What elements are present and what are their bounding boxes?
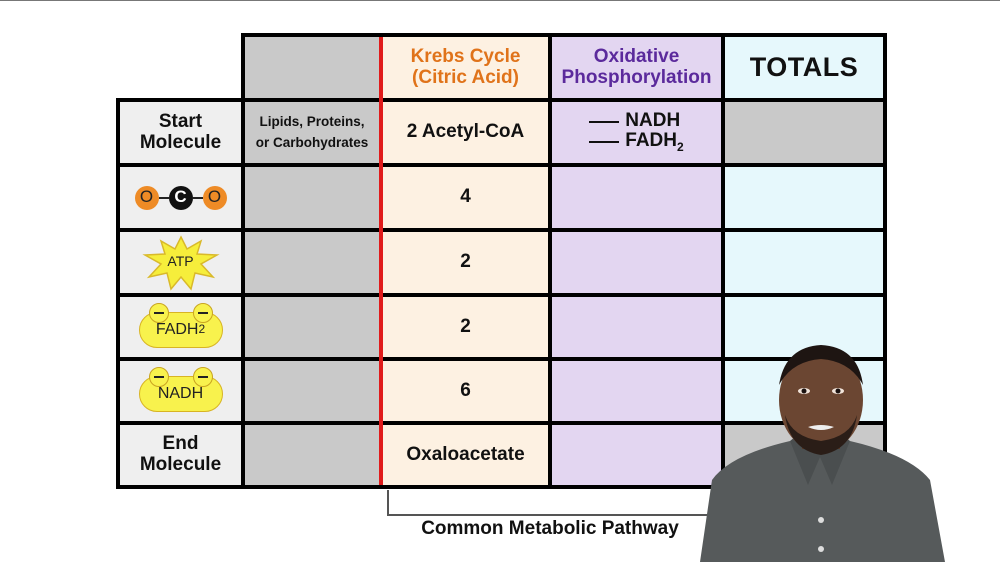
electron-icon (148, 367, 169, 387)
row-label-end-molecule: End Molecule (116, 421, 245, 489)
atp-totals-cell (721, 228, 887, 297)
nadh-blank-line[interactable]: NADH (589, 110, 683, 132)
krebs-divider-line (379, 37, 383, 485)
atp-ox-cell (548, 228, 725, 297)
fadh2-source-cell (241, 293, 383, 361)
co2-krebs-cell: 4 (379, 163, 552, 232)
presenter-video (690, 345, 952, 562)
row-label-nadh: NADH (116, 357, 245, 425)
co2-molecule-icon: O C O (134, 185, 227, 210)
co2-ox-cell (548, 163, 725, 232)
electron-icon (192, 303, 213, 323)
nadh-source-cell (241, 357, 383, 425)
atp-krebs-cell: 2 (379, 228, 552, 297)
header-totals: TOTALS (721, 33, 887, 102)
co2-totals-cell (721, 163, 887, 232)
electron-icon (192, 367, 213, 387)
row-label-co2: O C O (116, 163, 245, 232)
fadh2-blank-line[interactable]: FADH2 (589, 131, 684, 154)
common-pathway-label: Common Metabolic Pathway (421, 518, 679, 539)
fadh2-krebs-cell: 2 (379, 293, 552, 361)
co2-source-cell (241, 163, 383, 232)
atp-source-cell (241, 228, 383, 297)
start-ox-cell: NADH FADH2 (548, 98, 725, 167)
end-source-cell (241, 421, 383, 489)
fadh2-totals-cell (721, 293, 887, 361)
start-krebs-cell: 2 Acetyl-CoA (379, 98, 552, 167)
nadh-krebs-cell: 6 (379, 357, 552, 425)
header-krebs-cycle: Krebs Cycle (Citric Acid) (379, 33, 552, 102)
start-totals-cell (721, 98, 887, 167)
pathway-bracket (387, 490, 707, 516)
header-oxidative-phosphorylation: Oxidative Phosphorylation (548, 33, 725, 102)
start-source-cell: Lipids, Proteins, or Carbohydrates (241, 98, 383, 167)
row-label-atp: ATP (116, 228, 245, 297)
electron-icon (148, 303, 169, 323)
top-border-line (0, 0, 1000, 1)
header-source-cell (241, 33, 383, 102)
nadh-carrier-icon: NADH (137, 366, 225, 416)
end-krebs-cell: Oxaloacetate (379, 421, 552, 489)
end-ox-cell (548, 421, 725, 489)
atp-burst-icon: ATP (141, 234, 221, 291)
row-label-start-molecule: Start Molecule (116, 98, 245, 167)
